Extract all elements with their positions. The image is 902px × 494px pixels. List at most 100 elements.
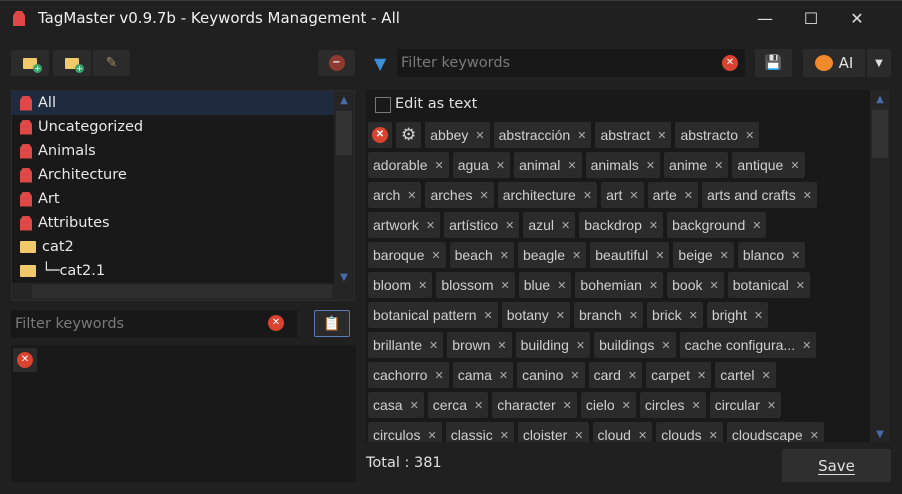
- keyword-chip[interactable]: backdrop✕: [579, 212, 664, 238]
- remove-keyword-icon[interactable]: ✕: [752, 219, 762, 232]
- keyword-chip[interactable]: book✕: [667, 272, 724, 298]
- keyword-chip[interactable]: arch✕: [368, 182, 422, 208]
- keyword-chip[interactable]: animal✕: [514, 152, 582, 178]
- clear-filter-icon[interactable]: ✕: [268, 315, 284, 331]
- remove-keyword-icon[interactable]: ✕: [645, 159, 656, 172]
- remove-keyword-icon[interactable]: ✕: [621, 399, 631, 412]
- keyword-chip[interactable]: beagle✕: [517, 242, 587, 268]
- remove-keyword-icon[interactable]: ✕: [709, 279, 719, 292]
- remove-keyword-icon[interactable]: ✕: [500, 279, 510, 292]
- paste-button[interactable]: 📋: [314, 310, 350, 337]
- close-button[interactable]: ✕: [850, 9, 864, 28]
- remove-keyword-icon[interactable]: ✕: [475, 129, 485, 142]
- remove-keyword-icon[interactable]: ✕: [495, 159, 506, 172]
- remove-keyword-icon[interactable]: ✕: [688, 309, 698, 322]
- keyword-chip[interactable]: cloud✕: [592, 422, 653, 442]
- keyword-chip[interactable]: antique✕: [732, 152, 805, 178]
- keyword-chip[interactable]: card✕: [588, 362, 643, 388]
- remove-keyword-icon[interactable]: ✕: [434, 369, 444, 382]
- keyword-chip[interactable]: animals✕: [585, 152, 661, 178]
- remove-keyword-icon[interactable]: ✕: [761, 369, 771, 382]
- remove-keyword-icon[interactable]: ✕: [714, 159, 724, 172]
- keyword-chip[interactable]: arches✕: [425, 182, 494, 208]
- clear-filter-icon[interactable]: ✕: [722, 55, 738, 71]
- remove-keyword-icon[interactable]: ✕: [697, 369, 707, 382]
- keyword-chip[interactable]: architecture✕: [497, 182, 598, 208]
- keyword-chip[interactable]: bright✕: [706, 302, 769, 328]
- remove-keyword-icon[interactable]: ✕: [409, 399, 419, 412]
- keyword-chip[interactable]: buildings✕: [594, 332, 676, 358]
- category-item[interactable]: Architecture: [12, 163, 334, 187]
- remove-keyword-icon[interactable]: ✕: [425, 219, 436, 232]
- remove-keyword-icon[interactable]: ✕: [434, 159, 444, 172]
- keyword-chip[interactable]: casa✕: [368, 392, 424, 418]
- maximize-button[interactable]: ☐: [803, 9, 819, 28]
- remove-keyword-icon[interactable]: ✕: [577, 129, 587, 142]
- remove-keyword-icon[interactable]: ✕: [629, 189, 639, 202]
- category-item[interactable]: └─cat2.1: [12, 259, 334, 283]
- save-button[interactable]: Save: [782, 449, 891, 482]
- remove-keyword-icon[interactable]: ✕: [809, 429, 819, 442]
- remove-keyword-icon[interactable]: ✕: [574, 429, 584, 442]
- remove-keyword-icon[interactable]: ✕: [753, 309, 764, 322]
- clear-all-keywords-button[interactable]: ✕: [368, 122, 392, 148]
- keyword-chip[interactable]: botanical✕: [727, 272, 810, 298]
- remove-keyword-icon[interactable]: ✕: [505, 219, 515, 232]
- remove-keyword-icon[interactable]: ✕: [637, 429, 648, 442]
- remove-keyword-icon[interactable]: ✕: [661, 339, 671, 352]
- keywords-vertical-scrollbar[interactable]: ▲ ▼: [870, 90, 890, 442]
- rename-button[interactable]: ✎: [93, 50, 130, 76]
- ai-button[interactable]: AI: [803, 49, 865, 77]
- remove-keyword-icon[interactable]: ✕: [431, 249, 441, 262]
- remove-keyword-icon[interactable]: ✕: [418, 279, 428, 292]
- remove-keyword-icon[interactable]: ✕: [648, 219, 659, 232]
- keyword-chip[interactable]: abstract✕: [595, 122, 672, 148]
- keyword-chip[interactable]: artístico✕: [444, 212, 520, 238]
- remove-keyword-icon[interactable]: ✕: [582, 189, 593, 202]
- edit-as-text-checkbox[interactable]: [375, 97, 391, 113]
- add-subcategory-button[interactable]: +: [53, 50, 91, 76]
- keyword-chip[interactable]: blossom✕: [436, 272, 515, 298]
- remove-keyword-icon[interactable]: ✕: [575, 339, 586, 352]
- keyword-chip[interactable]: botany✕: [501, 302, 571, 328]
- keyword-chip[interactable]: blanco✕: [737, 242, 806, 268]
- remove-keyword-icon[interactable]: ✕: [562, 399, 572, 412]
- keyword-chip[interactable]: brick✕: [647, 302, 703, 328]
- keyword-chip[interactable]: cloister✕: [517, 422, 589, 442]
- category-keyword-filter-input[interactable]: Filter keywords: [11, 310, 297, 338]
- keyword-chip[interactable]: cama✕: [452, 362, 514, 388]
- keyword-chip[interactable]: abstracto✕: [675, 122, 760, 148]
- keyword-chip[interactable]: cache configura...✕: [679, 332, 817, 358]
- keyword-chip[interactable]: botanical pattern✕: [368, 302, 498, 328]
- keyword-chip[interactable]: agua✕: [452, 152, 511, 178]
- remove-keyword-icon[interactable]: ✕: [474, 399, 484, 412]
- remove-keyword-icon[interactable]: ✕: [407, 189, 417, 202]
- category-item[interactable]: All: [12, 91, 334, 115]
- remove-keyword-icon[interactable]: ✕: [429, 339, 439, 352]
- keyword-filter-input[interactable]: Filter keywords: [397, 49, 745, 77]
- save-to-file-button[interactable]: 💾: [755, 49, 792, 77]
- keyword-chip[interactable]: circulos✕: [368, 422, 442, 442]
- keyword-chip[interactable]: carpet✕: [646, 362, 712, 388]
- remove-keyword-icon[interactable]: ✕: [557, 279, 567, 292]
- category-item[interactable]: Art: [12, 187, 334, 211]
- keyword-chip[interactable]: canino✕: [517, 362, 585, 388]
- keyword-chip[interactable]: background✕: [667, 212, 767, 238]
- remove-keyword-icon[interactable]: ✕: [648, 279, 659, 292]
- keyword-chip[interactable]: bloom✕: [368, 272, 433, 298]
- keyword-chip[interactable]: adorable✕: [368, 152, 449, 178]
- remove-keyword-icon[interactable]: ✕: [628, 309, 639, 322]
- remove-keyword-icon[interactable]: ✕: [691, 399, 701, 412]
- category-item[interactable]: Uncategorized: [12, 115, 334, 139]
- tree-vertical-scrollbar[interactable]: ▲ ▼: [334, 91, 354, 283]
- add-category-button[interactable]: +: [11, 50, 49, 76]
- settings-button[interactable]: ⚙: [396, 122, 422, 148]
- remove-keyword-icon[interactable]: ✕: [483, 309, 493, 322]
- remove-keyword-icon[interactable]: ✕: [719, 249, 729, 262]
- keyword-chip[interactable]: cloudscape✕: [726, 422, 824, 442]
- keyword-chip[interactable]: circles✕: [639, 392, 706, 418]
- keyword-chip[interactable]: character✕: [492, 392, 577, 418]
- remove-keyword-icon[interactable]: ✕: [499, 249, 509, 262]
- keyword-chip[interactable]: cerca✕: [427, 392, 489, 418]
